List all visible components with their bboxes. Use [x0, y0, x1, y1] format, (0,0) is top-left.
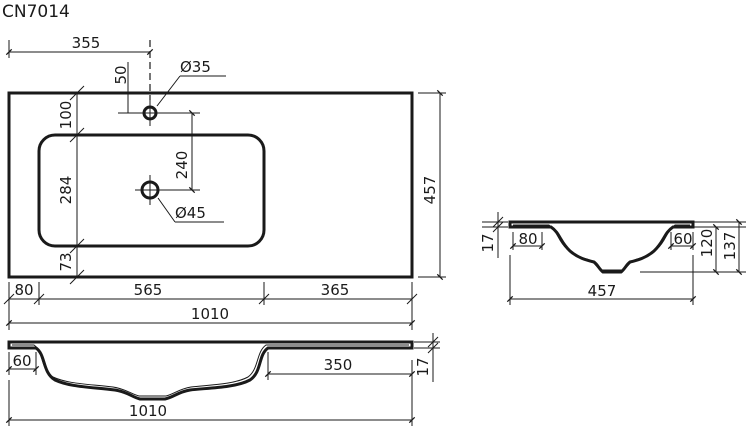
side-dim-60: 60 [673, 230, 692, 248]
dim-100: 100 [57, 101, 75, 130]
front-dim-350: 350 [324, 356, 353, 374]
front-view: 60 350 17 1010 [5, 333, 440, 426]
dim-457-depth: 457 [421, 176, 439, 205]
hole2-diameter: Ø45 [175, 204, 206, 222]
front-dim-1010: 1010 [129, 402, 167, 420]
model-title: CN7014 [2, 2, 70, 22]
countertop-outline [7, 91, 414, 279]
front-dim-60: 60 [12, 352, 31, 370]
basin-bowl-outline [37, 133, 266, 248]
front-profile [7, 340, 414, 401]
dim-80: 80 [14, 281, 33, 299]
dim-284: 284 [57, 176, 75, 205]
front-inner-profile [12, 344, 409, 397]
dim-565: 565 [134, 281, 163, 299]
side-inner-profile [513, 224, 690, 271]
dim-240: 240 [173, 151, 191, 180]
dim-1010-top: 1010 [191, 305, 229, 323]
side-dim-137: 137 [721, 232, 739, 261]
dim-365: 365 [321, 281, 350, 299]
side-dim-17: 17 [479, 233, 497, 252]
top-view: 355 50 Ø35 100 284 73 240 Ø45 457 [3, 34, 446, 330]
front-dim-17: 17 [414, 357, 432, 376]
side-dim-457: 457 [588, 282, 617, 300]
drain-hole [135, 175, 165, 205]
side-dim-80: 80 [518, 230, 537, 248]
side-view: 17 80 60 120 137 457 [479, 212, 746, 305]
dim-355: 355 [72, 34, 101, 52]
hole1-diameter: Ø35 [180, 58, 211, 76]
side-dim-120: 120 [698, 229, 716, 258]
dim-73: 73 [57, 252, 75, 271]
dim-50: 50 [112, 65, 130, 84]
